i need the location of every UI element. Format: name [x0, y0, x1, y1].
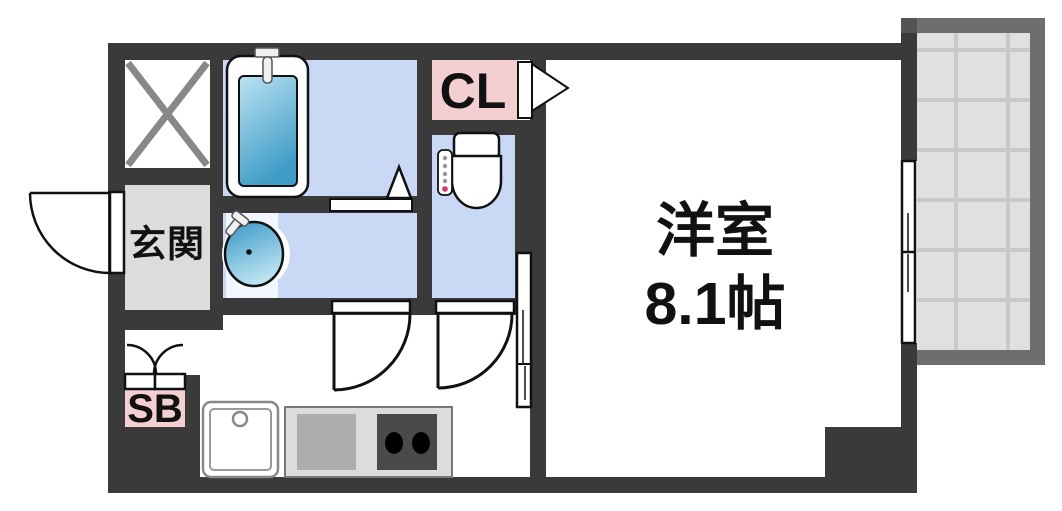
walls [108, 33, 917, 493]
shoebox-floor [125, 390, 185, 427]
washroom-door-swing [330, 299, 412, 392]
balcony [901, 18, 1045, 365]
sliding-door [515, 251, 533, 409]
shoebox-double-doors [123, 343, 187, 391]
main-room-size: 8.1帖 [644, 271, 786, 337]
main-room-name: 洋室 [655, 198, 774, 264]
balcony-grid [917, 33, 1030, 350]
kitchen-sink-icon [201, 400, 280, 479]
closet-floor [432, 60, 518, 120]
toilet-door-swing [434, 299, 516, 390]
toilet-icon [437, 131, 503, 210]
gas-stove-icon [284, 406, 453, 478]
closet-door-flag [517, 61, 570, 119]
entrance-label: 玄関 [129, 223, 205, 265]
entrance-floor [125, 185, 210, 310]
entrance-door-swing [28, 190, 126, 275]
pipe-space-x [125, 60, 210, 168]
washbasin-icon [222, 210, 290, 298]
main-room-label: 洋室 8.1帖 [644, 202, 785, 334]
bathroom-door-triangle [329, 163, 413, 212]
closet-label: CL [439, 63, 507, 119]
balcony-window [900, 159, 917, 345]
bathtub-icon [225, 47, 310, 199]
shoebox-label: SB [127, 387, 183, 431]
